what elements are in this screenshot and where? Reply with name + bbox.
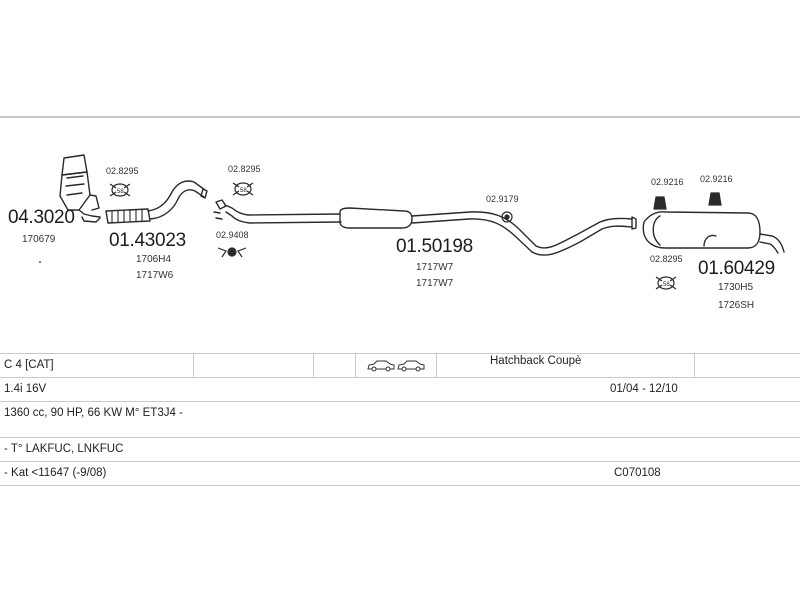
code-cell: C070108: [614, 467, 661, 479]
svg-text:58: 58: [240, 188, 247, 194]
divider: [193, 354, 194, 378]
catalytic-converter-part: [59, 154, 101, 223]
part-number-p1: 04.3020: [8, 207, 75, 228]
table-bottom-rule: [0, 485, 800, 486]
fitting-number: 02.9216: [651, 177, 684, 187]
rear-silencer-part: [642, 211, 785, 254]
rubber-hanger-icon: [708, 192, 722, 206]
rubber-hanger-icon: [217, 247, 247, 258]
svg-text:58: 58: [663, 282, 670, 288]
part-number-p2: 01.43023: [109, 230, 186, 251]
part-number-p4: 01.60429: [698, 258, 775, 279]
fitting-number: 02.9408: [216, 230, 249, 240]
part-code: 1717W7: [416, 278, 454, 289]
divider: [355, 354, 356, 378]
rubber-hanger-icon: [653, 196, 667, 210]
svg-text:58: 58: [117, 189, 124, 195]
fitting-number: 02.8295: [650, 254, 683, 264]
spec-cell: 1360 cc, 90 HP, 66 KW M° ET3J4 -: [4, 407, 183, 419]
part-code: 1726SH: [718, 300, 755, 311]
engine-cell: 1.4i 16V: [4, 383, 47, 395]
table-row: 1360 cc, 90 HP, 66 KW M° ET3J4 -: [0, 401, 800, 438]
divider: [313, 354, 314, 378]
part-number-p3: 01.50198: [396, 236, 473, 257]
fitting-number: 02.8295: [106, 166, 139, 176]
part-code: 170679: [22, 234, 56, 245]
table-row: C 4 [CAT] Hatchback Coupè: [0, 353, 800, 378]
table-row: - T° LAKFUC, LNKFUC: [0, 437, 800, 462]
part-code: 1730H5: [718, 282, 754, 293]
part-code: 1706H4: [136, 254, 172, 265]
types-cell: - T° LAKFUC, LNKFUC: [4, 443, 124, 455]
part-code: 1717W7: [416, 262, 454, 273]
model-cell: C 4 [CAT]: [4, 359, 54, 371]
table-row: - Kat <11647 (-9/08) C070108: [0, 461, 800, 486]
fitting-number: 02.9179: [486, 194, 519, 204]
fitting-number: 02.8295: [228, 164, 261, 174]
clamp-icon: 58: [655, 276, 677, 290]
part-code: 1717W6: [136, 270, 174, 281]
divider: [694, 354, 695, 378]
center-silencer-part: [213, 199, 637, 256]
flex-pipe-part: [105, 180, 208, 224]
fitting-number: 02.9216: [700, 174, 733, 184]
table-row: 1.4i 16V 01/04 - 12/10: [0, 377, 800, 402]
kat-cell: - Kat <11647 (-9/08): [4, 467, 107, 479]
clamp-icon: 58: [232, 182, 254, 196]
years-cell: 01/04 - 12/10: [610, 383, 678, 395]
body-type-cell: Hatchback Coupè: [490, 355, 582, 367]
top-rule: [0, 116, 800, 118]
car-icon: [367, 359, 425, 381]
rubber-hanger-icon: [501, 211, 513, 223]
divider: [436, 354, 437, 378]
clamp-icon: 58: [109, 183, 131, 197]
